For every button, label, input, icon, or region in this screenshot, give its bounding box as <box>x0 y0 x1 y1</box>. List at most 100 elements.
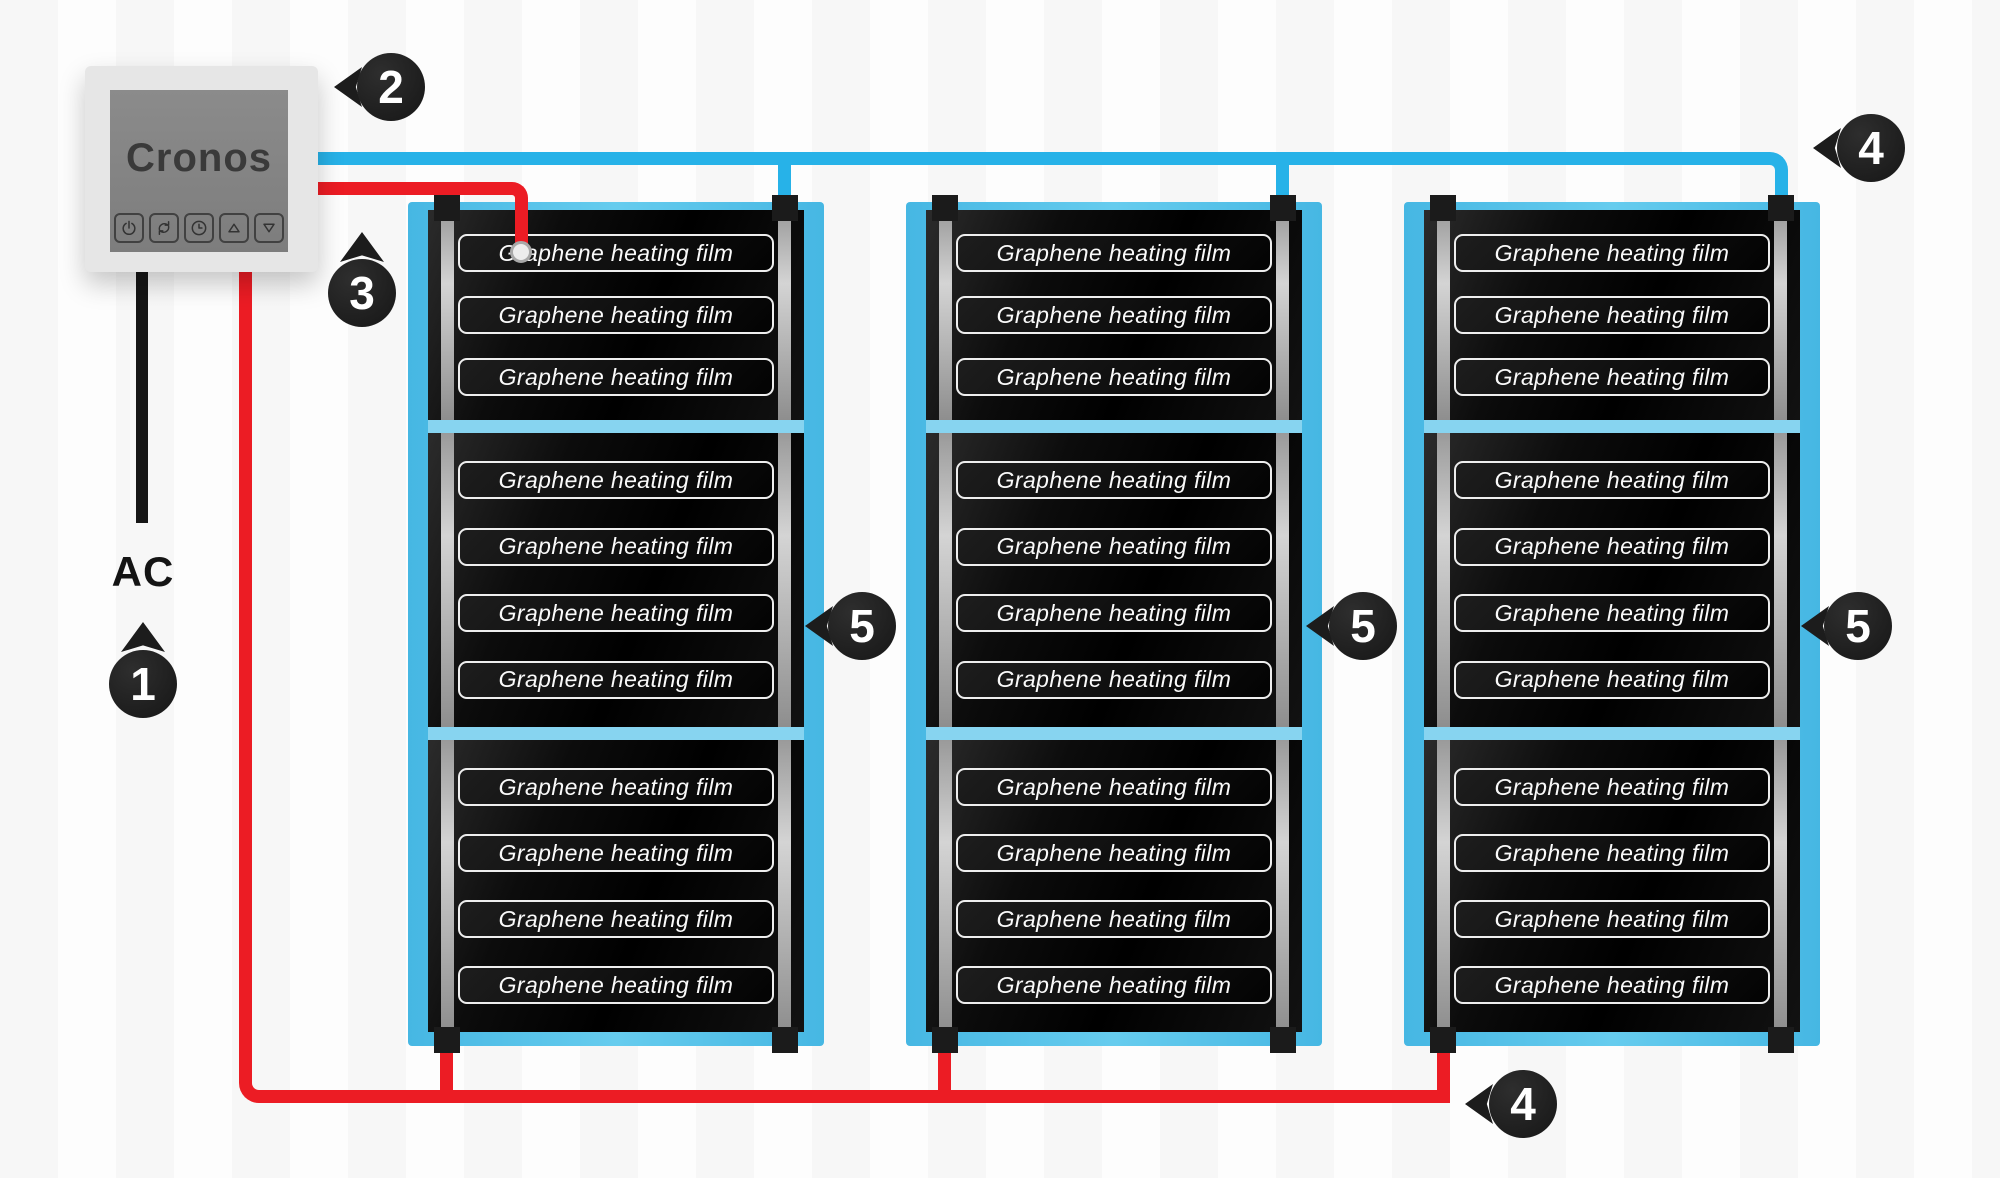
strip-label: Graphene heating film <box>996 839 1232 866</box>
heating-film-strip: Graphene heating film <box>956 768 1272 806</box>
heating-film-strip: Graphene heating film <box>1454 461 1770 500</box>
heating-film-strip: Graphene heating film <box>1454 966 1770 1004</box>
strip-label: Graphene heating film <box>996 466 1232 493</box>
heating-film-strip: Graphene heating film <box>1454 900 1770 938</box>
terminal-bottom-left <box>1430 1027 1456 1053</box>
strip-label: Graphene heating film <box>1494 533 1730 560</box>
heating-film-strip: Graphene heating film <box>1454 834 1770 872</box>
strip-label: Graphene heating film <box>498 301 734 328</box>
thermostat-buttons <box>110 213 288 243</box>
heating-film-strip: Graphene heating film <box>1454 296 1770 334</box>
busbar-left <box>939 433 952 727</box>
busbar-right <box>778 740 791 1032</box>
strip-label: Graphene heating film <box>996 239 1232 266</box>
strip-label: Graphene heating film <box>996 301 1232 328</box>
callout-5-panel1: 5 <box>828 592 896 660</box>
terminal-bottom-right <box>772 1027 798 1053</box>
thermostat: Cronos <box>85 66 318 272</box>
busbar-left <box>939 210 952 420</box>
strip-label: Graphene heating film <box>498 363 734 390</box>
heating-film-strip: Graphene heating film <box>1454 768 1770 806</box>
terminal-bottom-right <box>1768 1027 1794 1053</box>
heating-film-strip: Graphene heating film <box>956 358 1272 396</box>
live-wire-bottom-run <box>239 270 1450 1103</box>
heating-film-strip: Graphene heating film <box>458 594 774 633</box>
busbar-left <box>441 210 454 420</box>
heating-film-strip: Graphene heating film <box>458 834 774 872</box>
heating-film-strip: Graphene heating film <box>458 768 774 806</box>
strip-label: Graphene heating film <box>1494 839 1730 866</box>
ac-power-wire <box>136 270 148 523</box>
heating-film-strip: Graphene heating film <box>458 358 774 396</box>
busbar-left <box>1437 740 1450 1032</box>
thermostat-screen: Cronos <box>110 90 288 252</box>
live-wire-to-panel-1 <box>318 182 528 254</box>
heating-film-strip: Graphene heating film <box>1454 234 1770 272</box>
strip-label: Graphene heating film <box>1494 905 1730 932</box>
callout-1-arrow-up-icon <box>121 622 165 652</box>
strip-label: Graphene heating film <box>1494 363 1730 390</box>
busbar-left <box>441 740 454 1032</box>
strip-label: Graphene heating film <box>996 533 1232 560</box>
busbar-right <box>1774 740 1787 1032</box>
strip-label: Graphene heating film <box>498 839 734 866</box>
terminal-top-right <box>772 195 798 221</box>
strip-label: Graphene heating film <box>498 666 734 693</box>
heating-film-strip: Graphene heating film <box>956 594 1272 633</box>
busbar-left <box>939 740 952 1032</box>
arrow-down-icon <box>254 213 284 243</box>
strip-label: Graphene heating film <box>498 239 734 266</box>
heating-film-strip: Graphene heating film <box>956 834 1272 872</box>
strip-label: Graphene heating film <box>996 905 1232 932</box>
strip-label: Graphene heating film <box>1494 466 1730 493</box>
arrow-up-icon <box>219 213 249 243</box>
heating-film-strip: Graphene heating film <box>1454 660 1770 699</box>
terminal-bottom-left <box>932 1027 958 1053</box>
strip-label: Graphene heating film <box>1494 971 1730 998</box>
heating-film-strip: Graphene heating film <box>956 527 1272 566</box>
callout-5-panel3: 5 <box>1824 592 1892 660</box>
live-stub-panel-3 <box>1437 1040 1450 1095</box>
live-stub-panel-1 <box>440 1040 453 1092</box>
terminal-top-left <box>932 195 958 221</box>
wire-connector-dot <box>510 241 532 263</box>
strip-label: Graphene heating film <box>996 666 1232 693</box>
strip-label: Graphene heating film <box>1494 239 1730 266</box>
heating-film-strip: Graphene heating film <box>1454 527 1770 566</box>
strip-label: Graphene heating film <box>498 466 734 493</box>
strip-label: Graphene heating film <box>996 363 1232 390</box>
busbar-right <box>778 433 791 727</box>
strip-label: Graphene heating film <box>996 773 1232 800</box>
terminal-bottom-left <box>434 1027 460 1053</box>
heating-film-strip: Graphene heating film <box>458 966 774 1004</box>
terminal-top-right <box>1768 195 1794 221</box>
busbar-right <box>1276 433 1289 727</box>
heating-film-strip: Graphene heating film <box>956 660 1272 699</box>
live-stub-panel-2 <box>938 1040 951 1092</box>
busbar-right <box>1774 433 1787 727</box>
strip-label: Graphene heating film <box>1494 301 1730 328</box>
ac-source-label: AC <box>111 548 175 595</box>
strip-label: Graphene heating film <box>498 533 734 560</box>
cycle-icon <box>149 213 179 243</box>
heating-film-strip: Graphene heating film <box>1454 594 1770 633</box>
heating-film-strip: Graphene heating film <box>458 461 774 500</box>
strip-label: Graphene heating film <box>498 773 734 800</box>
busbar-right <box>1774 210 1787 420</box>
heating-film-strip: Graphene heating film <box>956 966 1272 1004</box>
